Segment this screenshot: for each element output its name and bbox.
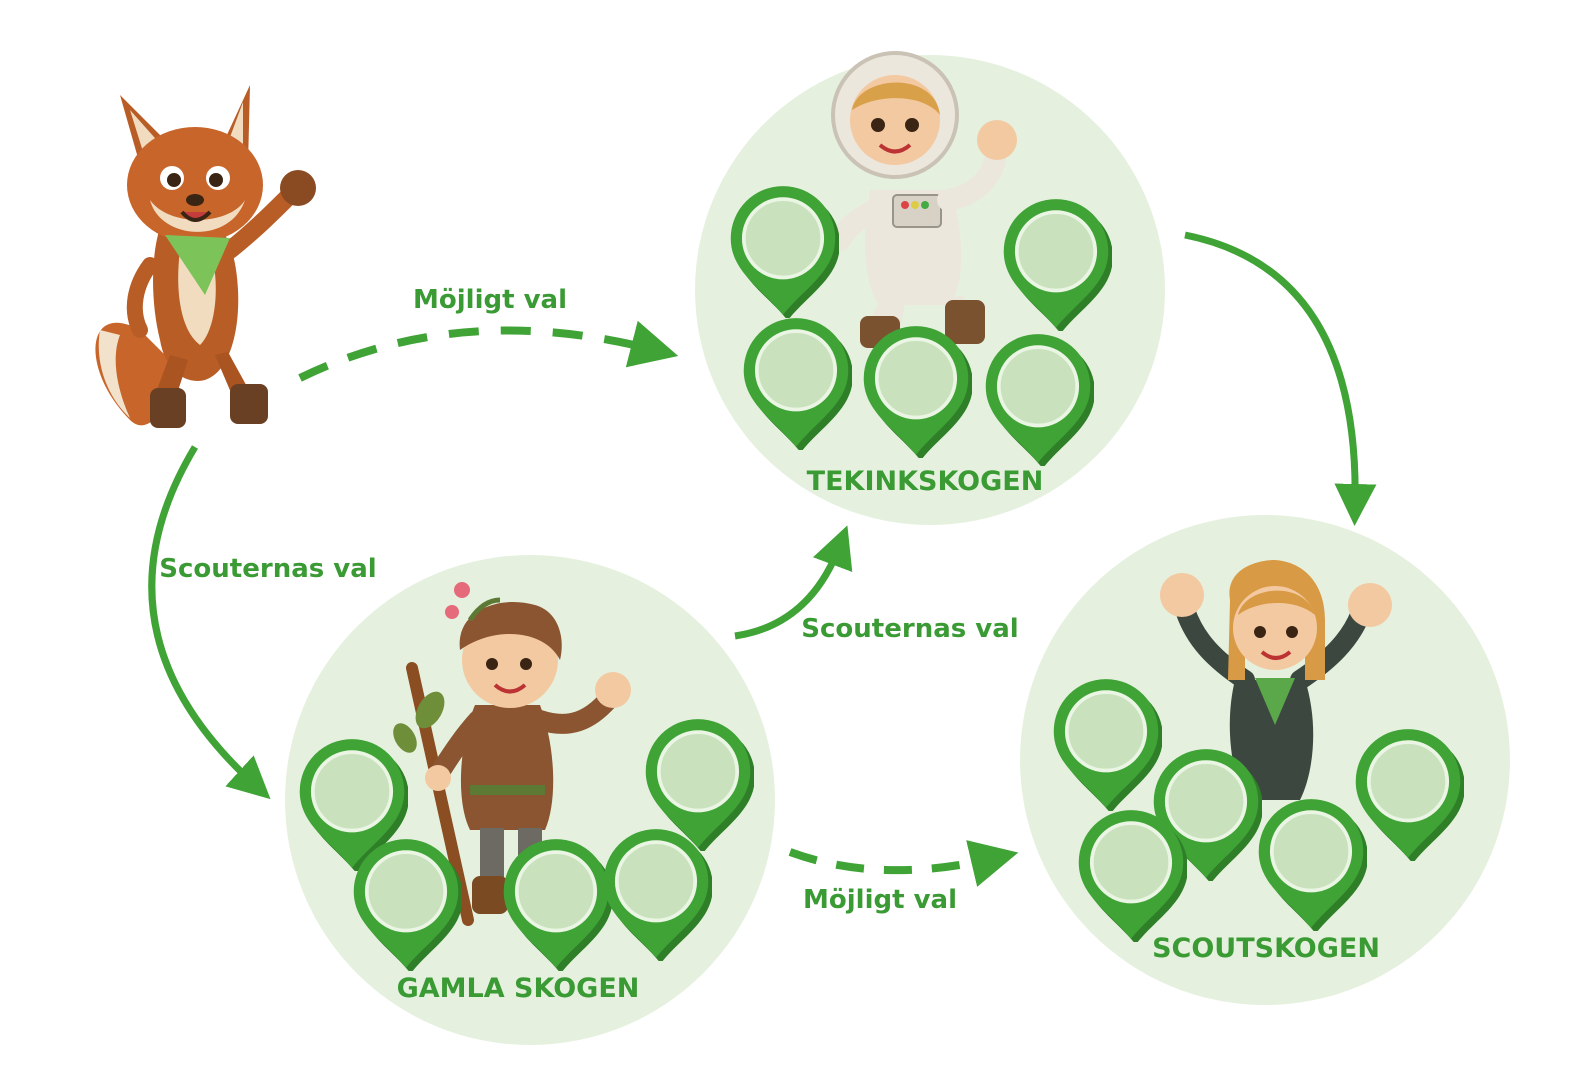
fox-mascot-icon <box>95 85 316 428</box>
edge-label-3: Scouternas val <box>801 614 1018 644</box>
edge-label-4: Möjligt val <box>803 885 957 915</box>
zone-label-scoutskogen: SCOUTSKOGEN <box>1152 933 1380 964</box>
zone-label-gamla-skogen: GAMLA SKOGEN <box>397 973 640 1004</box>
edge-start-gamla <box>148 445 271 800</box>
edge-start-tekinkskogen <box>298 320 679 382</box>
zone-label-tekinkskogen: TEKINKSKOGEN <box>807 466 1044 497</box>
astronaut-icon <box>829 51 1017 348</box>
edge-gamla-scoutskogen <box>788 840 1019 887</box>
edge-gamla-tekinkskogen <box>734 525 853 640</box>
edge-label-1: Möjligt val <box>413 285 567 315</box>
edge-label-2: Scouternas val <box>159 554 376 584</box>
edge-tekinkskogen-scoutskogen <box>1184 231 1377 526</box>
scout-girl-icon <box>1160 560 1392 800</box>
